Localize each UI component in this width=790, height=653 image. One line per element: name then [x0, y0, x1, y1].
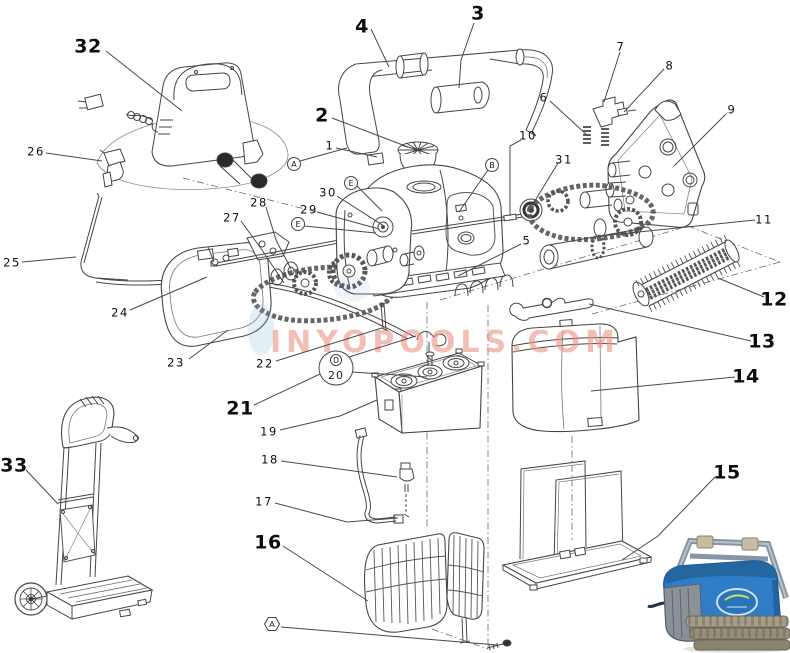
basket-drawing — [363, 532, 512, 651]
cleaner-badge — [716, 588, 758, 616]
callout-label-9: 9 — [727, 102, 737, 117]
callout-label-31: 31 — [555, 152, 573, 167]
cleaner-brushes — [685, 615, 789, 628]
brush-roller-drawing — [632, 235, 741, 312]
handle-assembly-drawing — [338, 48, 554, 155]
callout-label-19: 19 — [260, 424, 278, 439]
callout-label-12: 12 — [760, 288, 788, 311]
axle-bracket-drawing — [196, 228, 399, 267]
callout-label-1: 1 — [325, 138, 335, 153]
left-side-plate-drawing — [160, 231, 290, 347]
callout-overlay: A B E E A D 20 — [21, 22, 765, 646]
pump-box-drawing — [371, 348, 485, 435]
svg-text:E: E — [295, 220, 300, 229]
power-supply-drawing — [77, 62, 289, 190]
callout-label-26: 26 — [27, 144, 45, 159]
right-drive-drawing — [526, 182, 656, 270]
callout-label-14: 14 — [732, 365, 760, 388]
svg-text:D: D — [333, 356, 339, 365]
callout-label-17: 17 — [255, 494, 273, 509]
tray-drawing — [501, 460, 653, 591]
callout-label-24: 24 — [111, 305, 129, 320]
hose-valve-drawing — [354, 427, 415, 524]
callout-label-10: 10 — [519, 128, 537, 143]
ref-letter-E: E — [344, 176, 358, 190]
main-body-drawing — [335, 141, 514, 298]
callout-label-27: 27 — [223, 210, 241, 225]
callout-label-21: 21 — [226, 397, 254, 420]
callout-label-33: 33 — [0, 454, 28, 477]
callout-label-29: 29 — [300, 202, 318, 217]
callout-label-4: 4 — [355, 15, 369, 38]
callout-label-25: 25 — [3, 255, 21, 270]
svg-text:E: E — [348, 179, 353, 188]
watermark: INYOPOOLS.COM — [248, 274, 620, 360]
callout-label-3: 3 — [471, 2, 485, 25]
product-photo — [647, 535, 790, 653]
callout-label-7: 7 — [616, 39, 626, 54]
caddy-drawing — [14, 395, 154, 620]
callout-label-2: 2 — [315, 104, 329, 127]
callout-label-5: 5 — [522, 233, 532, 248]
callout-label-32: 32 — [74, 35, 102, 58]
callout-label-28: 28 — [250, 195, 268, 210]
callout-label-6: 6 — [539, 90, 549, 105]
callout-label-11: 11 — [755, 212, 773, 227]
callout-label-22: 22 — [256, 356, 274, 371]
ref-letter-A: A — [287, 157, 301, 171]
svg-text:A: A — [269, 620, 275, 629]
ref-letter-B: B — [485, 158, 499, 172]
cleaner-cable — [647, 601, 665, 609]
callout-label-16: 16 — [254, 531, 282, 554]
detail-circle-20: D 20 — [318, 350, 354, 386]
right-side-plate-drawing — [583, 96, 706, 228]
ref-letter-A: A — [263, 617, 281, 631]
callout-label-23: 23 — [167, 355, 185, 370]
callout-label-15: 15 — [713, 461, 741, 484]
filter-bag-drawing — [511, 319, 640, 433]
callout-label-8: 8 — [665, 58, 675, 73]
svg-text:B: B — [489, 161, 495, 170]
watermark-text: INYOPOOLS.COM — [270, 325, 620, 360]
svg-text:A: A — [291, 160, 297, 169]
callout-label-18: 18 — [261, 452, 279, 467]
callout-label-30: 30 — [319, 185, 337, 200]
svg-text:20: 20 — [328, 369, 344, 382]
callout-label-13: 13 — [748, 330, 776, 353]
ref-letter-E: E — [291, 217, 305, 231]
